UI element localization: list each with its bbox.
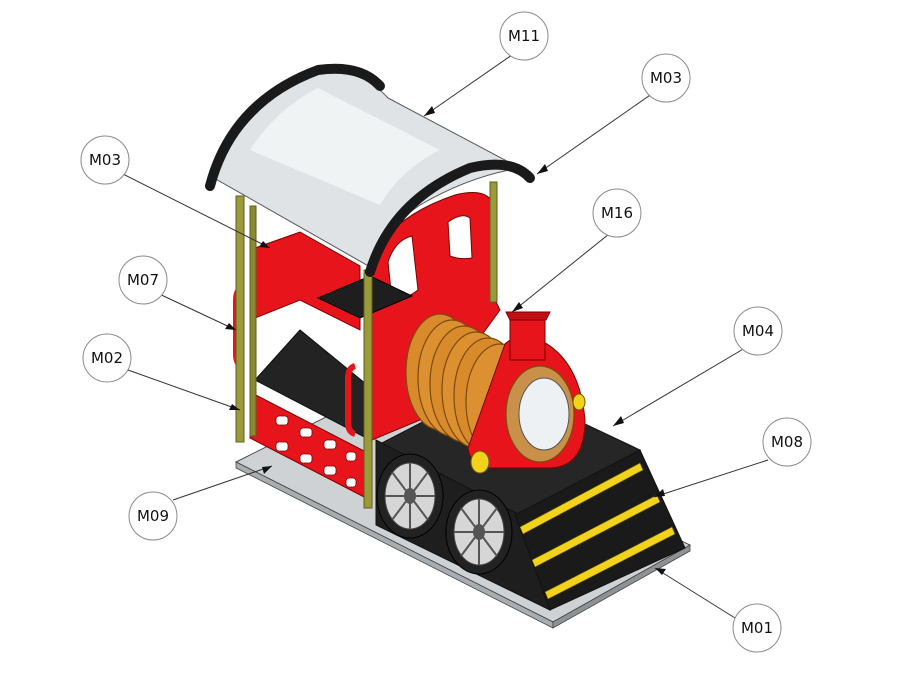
callout-label: M11 bbox=[508, 27, 540, 45]
chimney bbox=[509, 317, 546, 361]
roof-edge-back bbox=[205, 63, 385, 191]
base-plate-edge-right bbox=[552, 544, 691, 629]
callout-m08: M08 bbox=[762, 417, 812, 467]
callout-m16: M16 bbox=[592, 188, 642, 238]
callout-m09: M09 bbox=[128, 491, 178, 541]
boiler-mirror bbox=[518, 377, 570, 451]
callout-m02: M02 bbox=[82, 333, 132, 383]
callout-m07: M07 bbox=[118, 255, 168, 305]
callout-m04: M04 bbox=[733, 306, 783, 356]
callout-m11: M11 bbox=[499, 11, 549, 61]
roof-edge-front bbox=[365, 159, 535, 277]
callout-label: M02 bbox=[91, 349, 123, 367]
callout-label: M01 bbox=[741, 619, 773, 637]
yellow-stripe-2 bbox=[531, 494, 661, 568]
cabin-posts bbox=[235, 181, 498, 509]
callout-label: M09 bbox=[137, 507, 169, 525]
side-panel-holes bbox=[275, 415, 357, 488]
roof-highlight bbox=[250, 88, 440, 205]
callout-label: M08 bbox=[771, 433, 803, 451]
callout-label: M07 bbox=[127, 271, 159, 289]
grab-handle-inner bbox=[345, 363, 357, 437]
leader-lines bbox=[122, 47, 769, 619]
lamp-right bbox=[572, 393, 586, 411]
lamp-left bbox=[470, 450, 490, 474]
wheel-rear bbox=[376, 453, 444, 539]
callout-label: M16 bbox=[601, 204, 633, 222]
callout-m03-roof-front: M03 bbox=[641, 53, 691, 103]
callout-m01: M01 bbox=[732, 603, 782, 653]
callout-label: M03 bbox=[650, 69, 682, 87]
yellow-stripe-3 bbox=[544, 526, 676, 600]
wheel-front bbox=[445, 489, 513, 575]
cabin-window-right bbox=[447, 215, 473, 260]
callout-label: M04 bbox=[742, 322, 774, 340]
callout-m03-roof-back: M03 bbox=[80, 135, 130, 185]
callout-label: M03 bbox=[89, 151, 121, 169]
chimney-top bbox=[505, 311, 551, 321]
yellow-stripe-1 bbox=[519, 462, 644, 535]
